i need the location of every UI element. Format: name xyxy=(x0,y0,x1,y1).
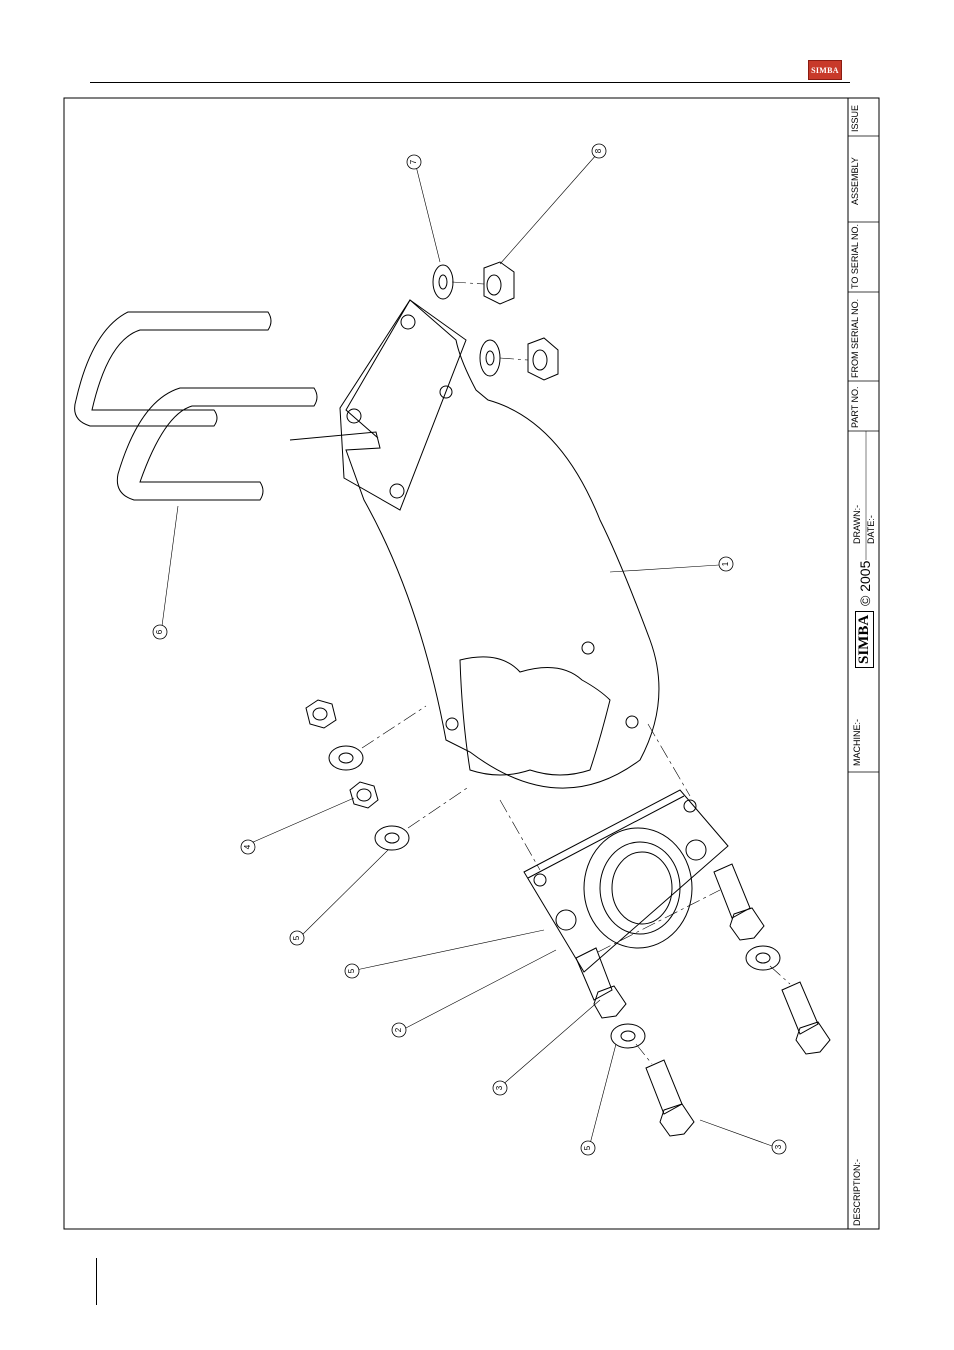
balloon-label: 2 xyxy=(394,1027,403,1032)
balloon-label: 5 xyxy=(292,935,301,940)
description-label: DESCRIPTION:- xyxy=(852,1159,862,1226)
balloon-label: 5 xyxy=(347,968,356,973)
washer-nut-left xyxy=(306,700,409,850)
center-lines xyxy=(362,282,790,1064)
balloon-label: 6 xyxy=(155,629,164,634)
date-label: DATE:- xyxy=(866,515,876,544)
to-serial-label: TO SERIAL NO. xyxy=(850,224,860,289)
balloon-label: 8 xyxy=(594,148,603,153)
item-balloons: 1 2 3 3 4 5 5 5 6 7 8 xyxy=(153,144,786,1155)
drawn-label: DRAWN:- xyxy=(852,505,862,544)
balloon-label: 1 xyxy=(721,561,730,566)
balloon-label: 5 xyxy=(583,1145,592,1150)
from-serial-label: FROM SERIAL NO. xyxy=(850,299,860,378)
issue-label: ISSUE xyxy=(850,105,860,132)
balloon-label: 3 xyxy=(495,1085,504,1090)
part-no-label: PART NO. xyxy=(850,386,860,428)
balloon-label: 7 xyxy=(409,159,418,164)
simba-brand-box: SIMBA xyxy=(855,611,874,668)
balloon-label: 4 xyxy=(243,844,252,849)
bearing-plate-part xyxy=(524,790,728,972)
machine-label: MACHINE:- xyxy=(852,719,862,766)
bolts-lower xyxy=(576,864,830,1136)
u-bolt-part xyxy=(75,312,317,500)
assembly-label: ASSEMBLY xyxy=(850,157,860,205)
leader-lines xyxy=(162,154,772,1146)
drawing-frame xyxy=(64,98,879,1229)
main-bracket-part xyxy=(290,300,659,788)
balloon-label: 3 xyxy=(774,1144,783,1149)
washer-nut-top xyxy=(433,262,558,380)
copyright-year: © 2005 xyxy=(857,561,873,606)
